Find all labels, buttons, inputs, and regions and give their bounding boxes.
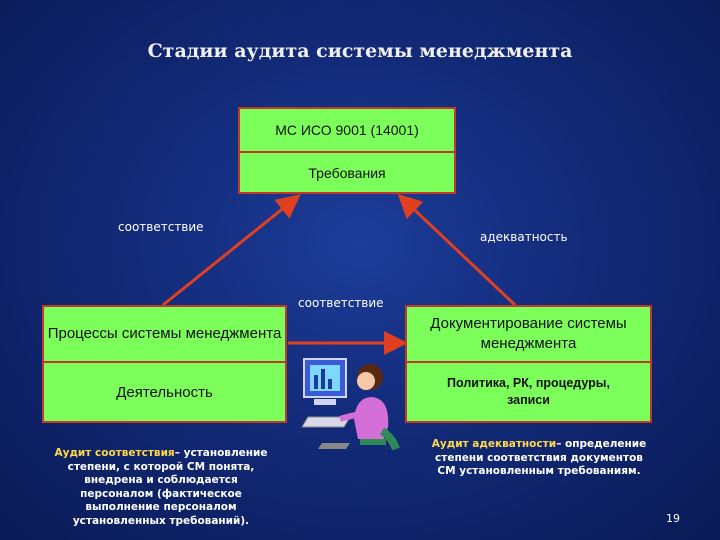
activity-label: Деятельность [116, 383, 213, 401]
edge-label-adequacy: адекватность [480, 230, 568, 244]
conformity-audit-note: Аудит соответствия– установление степени… [46, 447, 276, 528]
adequacy-audit-definition: – определение степени соответствия докум… [435, 438, 647, 477]
conformity-audit-definition: – установление степени, с которой СМ пон… [67, 447, 268, 527]
policy-records-box: Политика, РК, процедуры, записи [405, 361, 652, 423]
requirements-label: Требования [308, 164, 386, 181]
adequacy-audit-term: Аудит адекватности [431, 438, 557, 450]
adequacy-audit-note: Аудит адекватности– определение степени … [430, 438, 648, 479]
arrow-right-to-top [397, 193, 517, 307]
arrow-left-to-top [162, 194, 301, 307]
documentation-box: Документирование системы менеджмента [405, 305, 652, 363]
requirements-box: Требования [238, 151, 456, 194]
slide-title: Стадии аудита системы менеджмента [147, 40, 573, 62]
conformity-audit-term: Аудит соответствия [54, 447, 175, 459]
requirements-standard-box: МС ИСО 9001 (14001) [238, 107, 456, 153]
processes-label: Процессы системы менеджмента [47, 325, 282, 342]
edge-label-conformity-bottom: соответствие [298, 296, 384, 310]
activity-box: Деятельность [42, 361, 287, 423]
auditor-at-computer-icon [301, 358, 400, 451]
standard-label: МС ИСО 9001 (14001) [275, 122, 419, 138]
policy-records-label: Политика, РК, процедуры, записи [447, 376, 610, 407]
page-number: 19 [666, 512, 680, 525]
documentation-label: Документирование системы менеджмента [430, 315, 627, 352]
management-processes-box: Процессы системы менеджмента [42, 305, 287, 363]
edge-label-conformity-left: соответствие [118, 220, 204, 234]
